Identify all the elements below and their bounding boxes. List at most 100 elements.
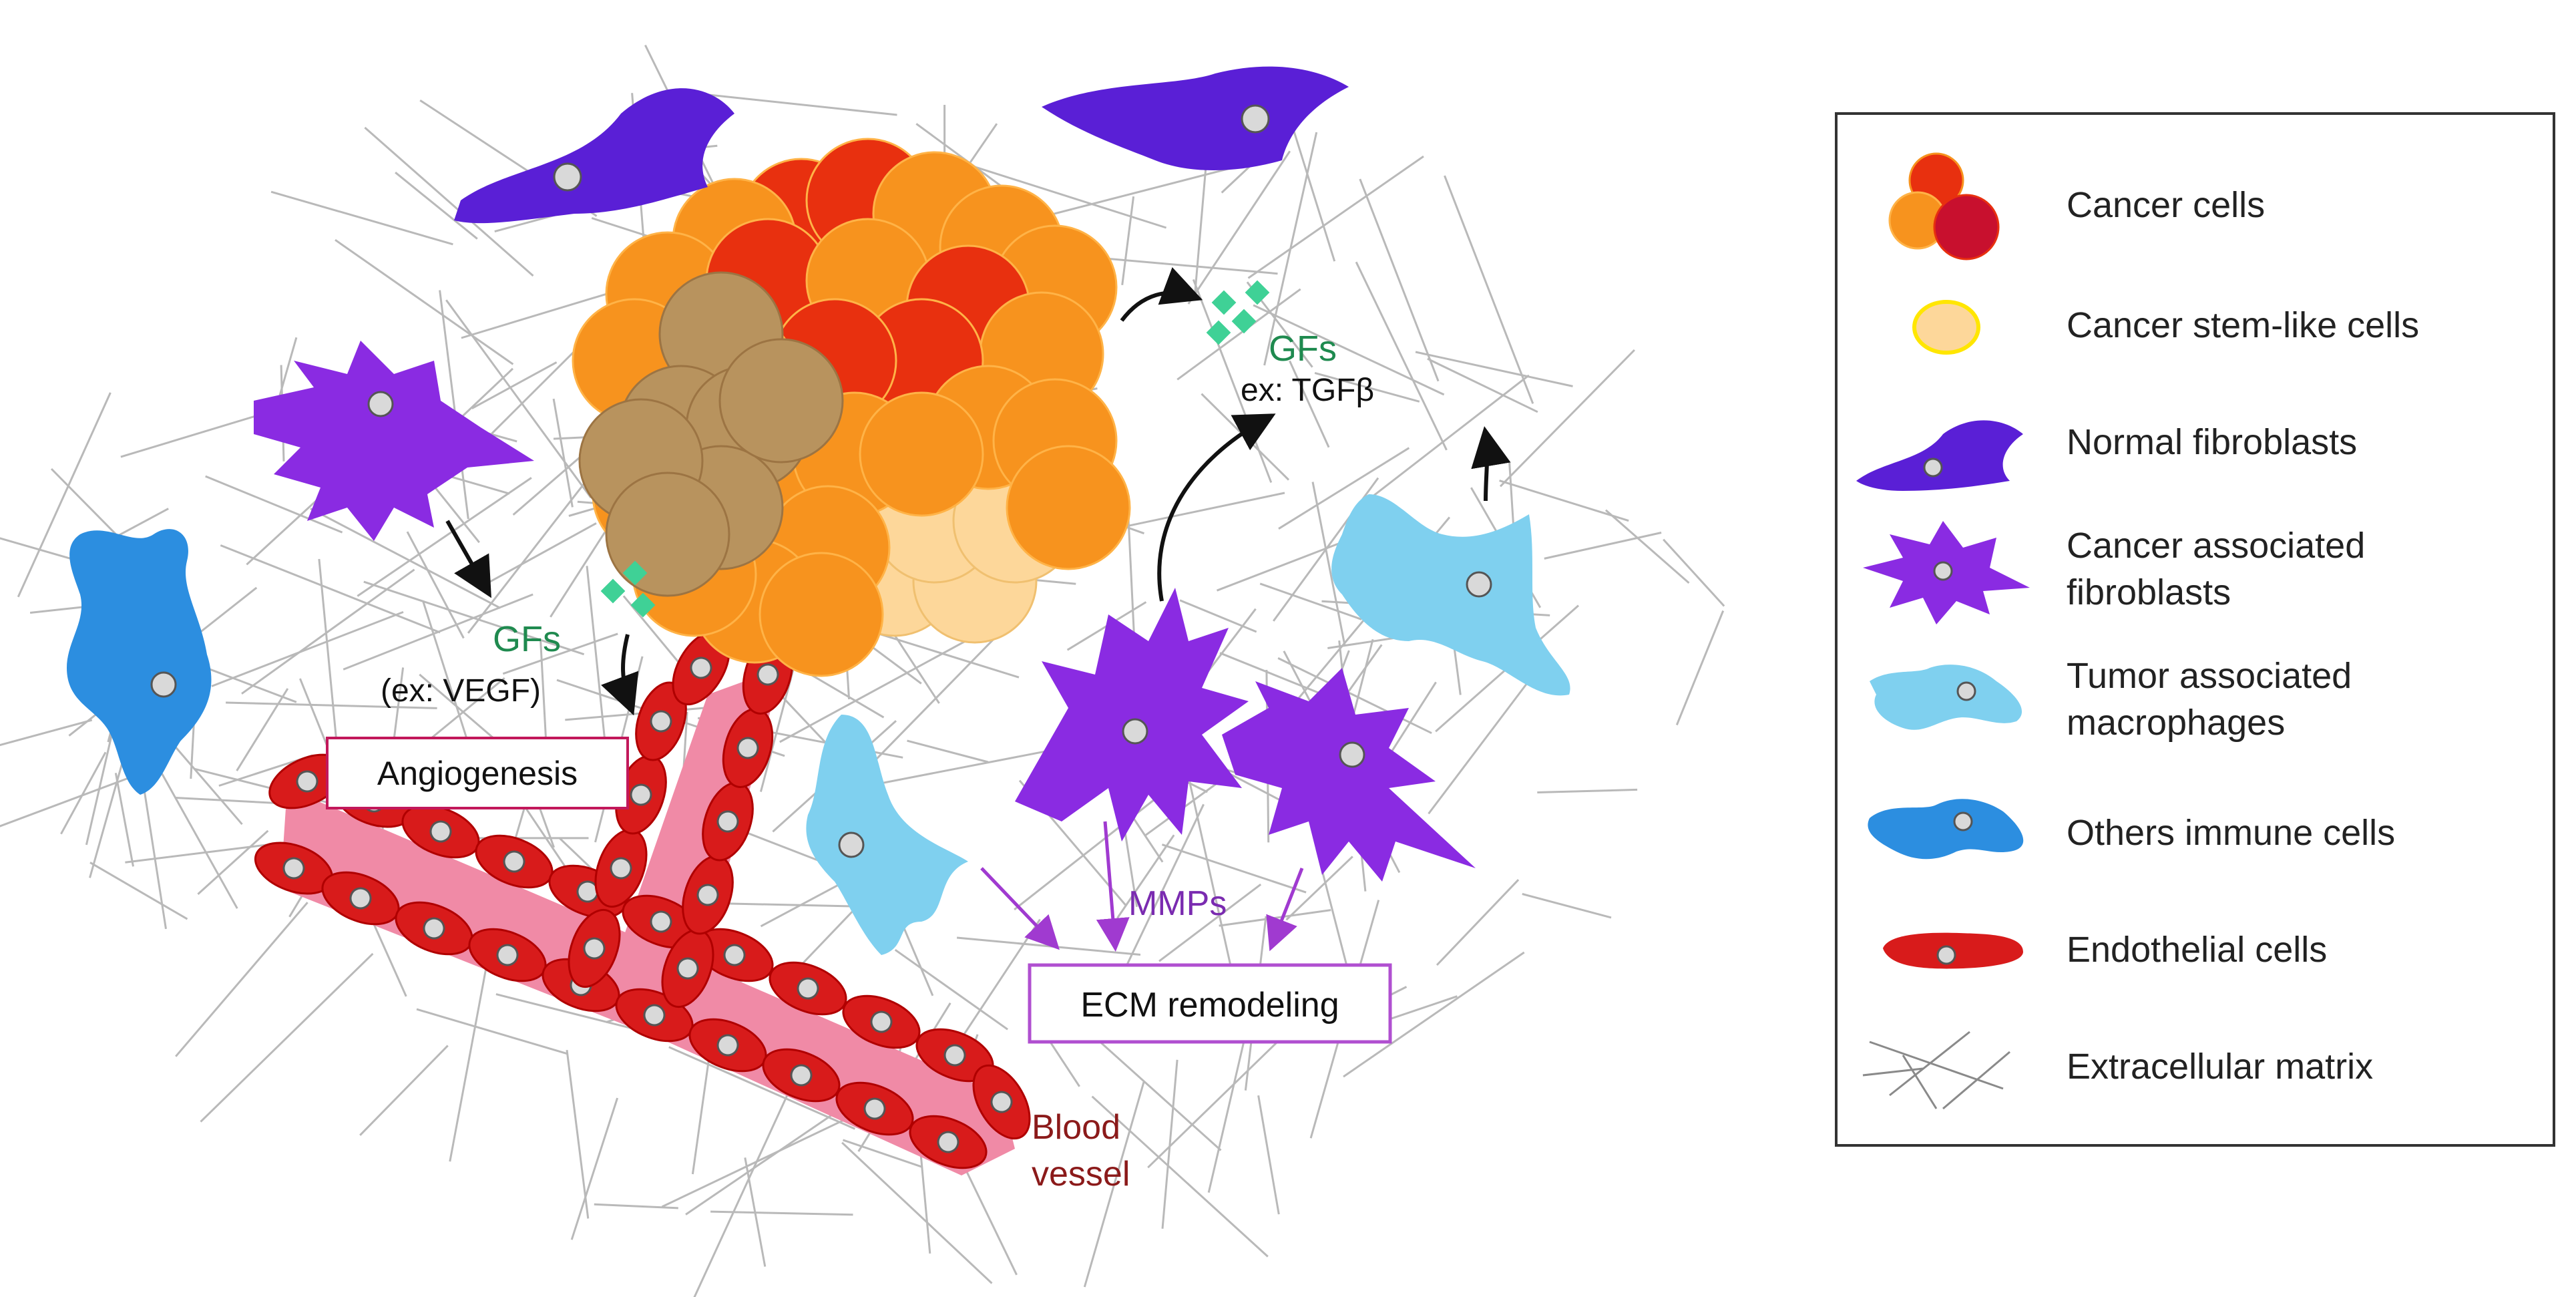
endothelial-cell — [661, 928, 714, 1008]
endothelial-cell — [972, 1064, 1031, 1140]
endothelial-cell-icon — [1883, 932, 2023, 969]
ecm-fiber — [205, 475, 343, 534]
ecm-fiber — [0, 773, 141, 827]
signal-arrows — [445, 267, 1511, 716]
ecm-fiber — [60, 751, 107, 835]
legend-label-stem: Cancer stem-like cells — [2067, 305, 2419, 345]
ecm-fiber — [471, 361, 558, 409]
ecm-fiber — [364, 126, 534, 277]
ecm-fiber — [359, 1045, 449, 1136]
ecm-icon — [1862, 1031, 2010, 1110]
ecm-fiber — [175, 902, 308, 1057]
ecm-fiber — [1183, 757, 1237, 990]
normal-fibroblast — [454, 88, 734, 224]
ecm-fiber — [570, 1097, 619, 1240]
ecm-fiber — [1277, 657, 1432, 735]
endothelial-cell — [622, 894, 700, 949]
ecm-fiber — [668, 1046, 856, 1130]
gfs-label-left: GFs — [493, 619, 561, 659]
vegf-label: (ex: VEGF) — [381, 673, 541, 709]
ecm-fiber — [1537, 788, 1638, 793]
ecm-fiber — [1187, 150, 1291, 305]
ecm-fiber — [89, 862, 188, 920]
cancer-associated-fibroblast — [1015, 588, 1249, 842]
endothelial-cell — [568, 908, 621, 988]
ecm-remodeling-box: ECM remodeling — [1028, 963, 1392, 1044]
endothelial-cell — [722, 708, 774, 788]
gfs-label-right: GFs — [1269, 329, 1337, 369]
ecm-fiber — [343, 593, 533, 671]
ecm-fiber — [241, 568, 415, 695]
ecm-fiber — [1257, 1095, 1280, 1215]
ecm-fiber — [1285, 856, 1353, 921]
immune-cell — [67, 529, 212, 795]
endothelial-cell — [635, 681, 687, 761]
endothelial-cell — [594, 828, 648, 908]
ecm-fiber — [1314, 371, 1420, 403]
ecm-fiber — [1253, 304, 1445, 396]
legend-label-ecm: Extracellular matrix — [2067, 1047, 2373, 1087]
ecm-fiber — [416, 1008, 569, 1055]
ecm-fiber — [1355, 261, 1448, 451]
immune-cell-icon — [1868, 799, 2024, 860]
legend-label-caf-2: fibroblasts — [2067, 572, 2231, 612]
cancer-cell — [759, 552, 884, 677]
ecm-fiber — [594, 1203, 678, 1210]
ecm-fiber — [1436, 879, 1520, 966]
ecm-fiber — [17, 392, 112, 598]
normal-fibroblast-icon — [1856, 420, 2023, 491]
ecm-fiber — [449, 943, 492, 1162]
ecm-fiber — [1158, 884, 1262, 962]
caf-icon — [1863, 521, 2030, 624]
ecm-fiber — [1522, 893, 1612, 919]
endothelial-cell — [769, 961, 847, 1016]
ecm-fiber — [1116, 834, 1175, 919]
tumor-associated-macrophage — [1331, 494, 1570, 696]
ecm-fiber — [1115, 803, 1205, 988]
legend-label-immune: Others immune cells — [2067, 813, 2395, 853]
ecm-fiber — [1675, 610, 1725, 726]
ecm-fiber — [1247, 155, 1424, 279]
legend: Cancer cells Cancer stem-like cells Norm… — [1835, 112, 2555, 1147]
ecm-fiber — [200, 952, 374, 1123]
ecm-fiber — [1444, 175, 1534, 404]
ecm-fiber — [1311, 482, 1346, 646]
ecm-fiber — [1427, 357, 1538, 413]
ecm-fiber — [1343, 951, 1525, 1078]
ecm-fiber — [0, 719, 93, 747]
ecm-fiber — [197, 829, 269, 896]
endothelial-cell — [682, 855, 734, 935]
ecm-fiber — [226, 701, 437, 709]
ecm-fiber — [1179, 599, 1257, 633]
ecm-fiber — [395, 172, 478, 240]
ecm-fiber — [1161, 844, 1307, 894]
ecm-fiber — [849, 619, 1013, 787]
ecm-fiber — [335, 238, 514, 365]
growth-factors — [600, 280, 1270, 618]
cancer-associated-fibroblast — [1222, 668, 1476, 882]
tgf-label: ex: TGFβ — [1241, 373, 1374, 408]
ecm-fiber — [968, 164, 1167, 229]
ecm-fiber — [220, 544, 441, 634]
endothelial-cell — [401, 804, 480, 859]
vessel-label: vessel — [1032, 1155, 1130, 1193]
cancer-stem-like-cells-icon — [1912, 300, 1980, 355]
ecm-fiber — [1415, 351, 1573, 387]
tumor-associated-macrophage — [806, 715, 968, 955]
ecm-fiber — [439, 290, 469, 520]
endothelial-cell — [475, 834, 554, 889]
ecm-fiber — [907, 739, 989, 763]
endothelial-cell — [321, 871, 400, 926]
ecm-fiber — [552, 398, 574, 508]
ecm-fiber — [502, 632, 618, 675]
endothelial-cell — [395, 901, 473, 956]
ecm-fiber — [566, 1050, 590, 1219]
ecm-fiber — [1278, 447, 1410, 530]
ecm-fiber — [270, 190, 453, 246]
cancer-cell — [1006, 445, 1131, 570]
endothelial-cell — [468, 928, 547, 982]
ecm-fiber — [685, 1113, 833, 1216]
ecm-fiber — [236, 688, 289, 771]
ecm-fiber — [744, 1157, 767, 1267]
ecm-fiber — [1604, 509, 1690, 584]
